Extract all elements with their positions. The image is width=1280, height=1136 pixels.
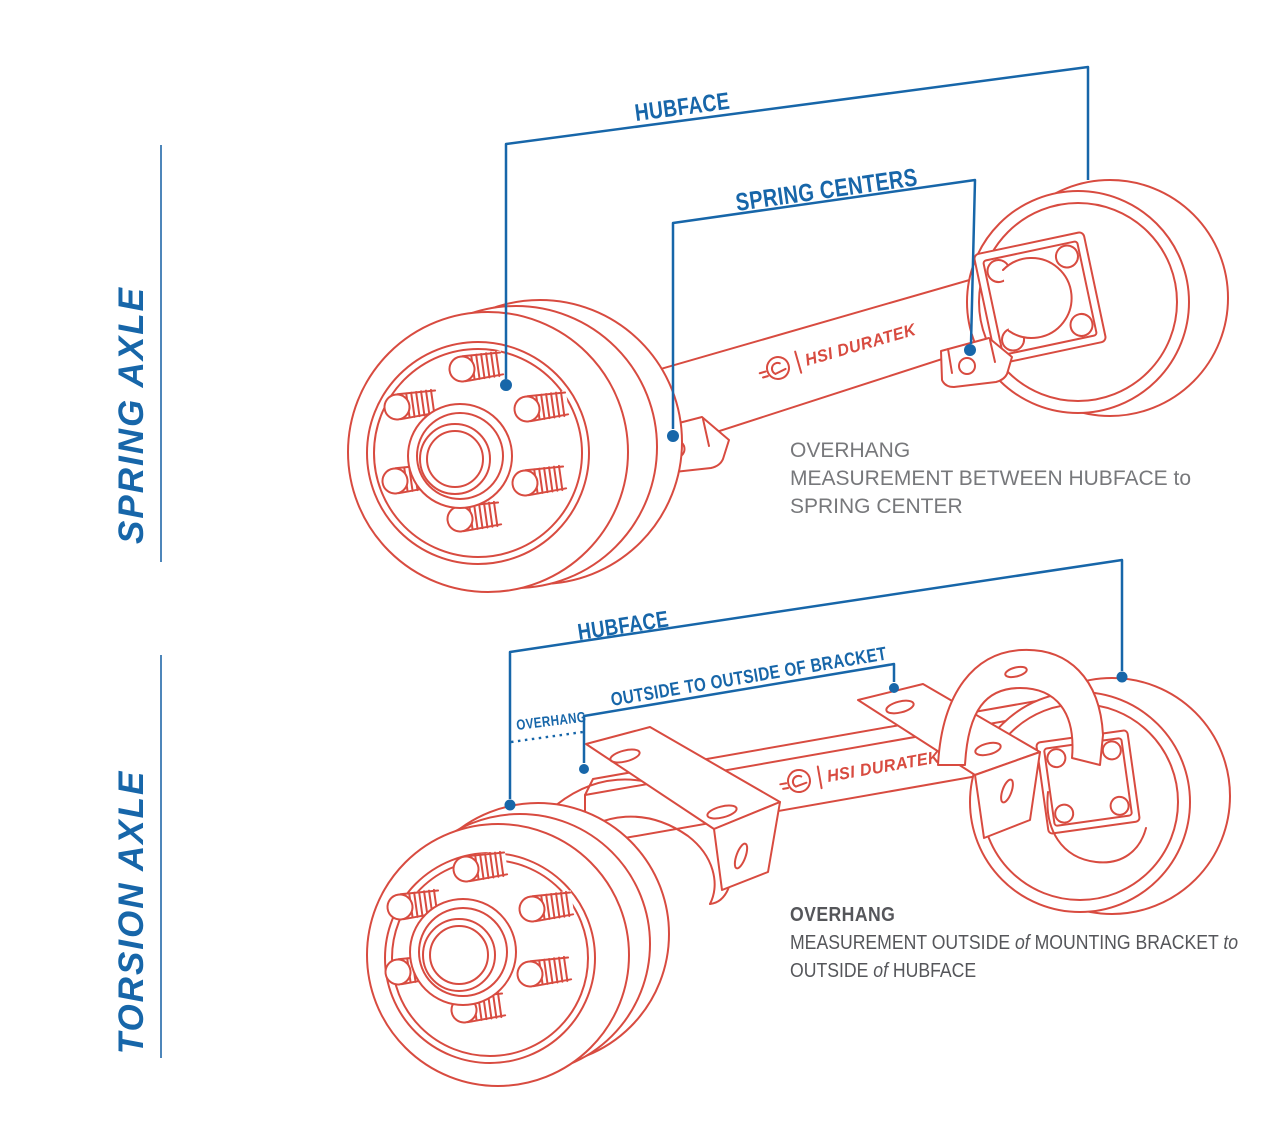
note-line: SPRING CENTER [790,495,963,518]
hubface-dot-left [504,799,516,811]
spring-axle-drawing: HSI DURATEK [347,179,1229,593]
note-line: MEASUREMENT BETWEEN HUBFACE to [790,467,1192,490]
spring-centers-label: SPRING CENTERS [734,163,919,216]
hubface-dot-left [500,379,512,391]
torsion-hubface-label: HUBFACE [576,607,670,646]
outside-bracket-label: OUTSIDE TO OUTSIDE OF BRACKET [609,642,888,710]
bracket-dot-right [889,683,899,693]
spring-seat-right [940,337,1013,388]
hubface-dot-right [1116,671,1128,683]
torsion-axle-drawing: HSI DURATEK [366,648,1231,1087]
torsion-arm-loop [1046,791,1147,864]
spring-right-drum [966,179,1229,417]
torsion-right-arm [937,648,1104,766]
spring-center-dot-right [964,344,976,356]
spring-center-dot-left [667,430,679,442]
torsion-left-bracket [585,726,781,891]
overhang-label: OVERHANG [515,708,587,733]
torsion-overhang-note: OVERHANG MEASUREMENT OUTSIDE of MOUNTING… [790,901,1280,985]
spring-left-drum [347,299,683,593]
note-title: OVERHANG [790,903,896,926]
note-line: OUTSIDE of HUBFACE [790,959,977,982]
torsion-axle-side-rule [160,655,162,1058]
note-line: MEASUREMENT OUTSIDE of MOUNTING BRACKET … [790,931,1239,954]
spring-tube-end [1002,256,1073,339]
note-line: OVERHANG [790,439,911,462]
bracket-dot-left [579,764,589,774]
spring-overhang-note: OVERHANG MEASUREMENT BETWEEN HUBFACE to … [790,437,1191,521]
spring-axle-side-rule [160,145,162,562]
torsion-left-drum [366,802,670,1087]
overhang-dimension: OVERHANG [510,708,587,744]
